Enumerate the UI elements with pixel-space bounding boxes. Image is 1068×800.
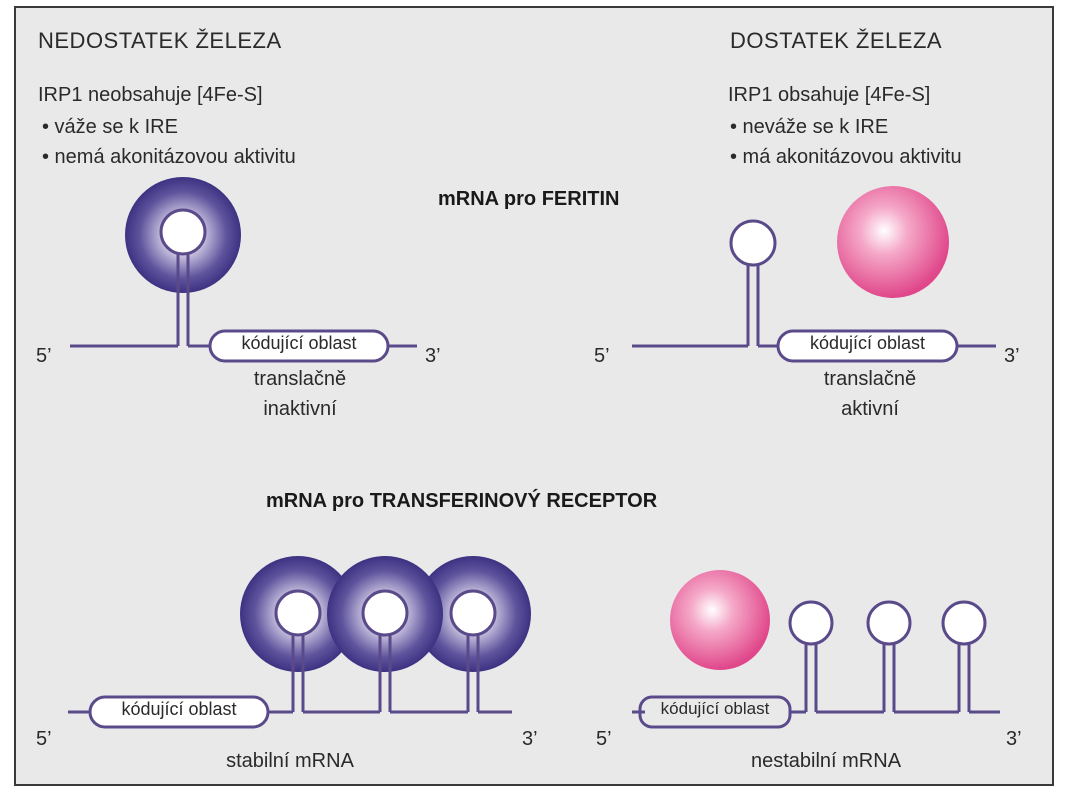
irp1-free-protein: [837, 186, 949, 298]
irp1-state-text: IRP1 obsahuje [4Fe-S]: [728, 84, 931, 106]
coding-region-box: [208, 329, 390, 363]
ire-stem-loop: [449, 589, 497, 712]
translation-status: inaktivní: [263, 398, 337, 420]
three-prime-end: 3’: [1004, 345, 1020, 367]
three-prime-end: 3’: [425, 345, 441, 367]
iron-deficiency-title: NEDOSTATEK ŽELEZA: [38, 28, 282, 53]
three-prime-end: 3’: [1006, 728, 1022, 750]
coding-region-box: [776, 329, 959, 363]
ire-stem-loop: [159, 208, 207, 346]
ferritin-mrna-title: mRNA pro FERITIN: [438, 188, 620, 210]
ire-stem-loop: [274, 589, 322, 712]
five-prime-end: 5’: [36, 345, 52, 367]
translation-status: aktivní: [841, 398, 899, 420]
bullet-item: • nemá akonitázovou aktivitu: [42, 146, 296, 168]
stability-status: nestabilní mRNA: [750, 750, 902, 772]
irp1-free-protein: [670, 570, 770, 670]
figure-panel: [14, 6, 1054, 786]
ire-stem-loop: [729, 219, 777, 346]
translation-status: translačně: [823, 368, 917, 390]
coding-region-label: kódující oblast: [241, 333, 357, 353]
coding-region-label: kódující oblast: [809, 333, 926, 353]
three-prime-end: 3’: [522, 728, 538, 750]
coding-region-box: [88, 695, 270, 729]
ire-stem-loop: [941, 600, 987, 712]
ire-stem-loop: [361, 589, 409, 712]
five-prime-end: 5’: [594, 345, 610, 367]
translation-status: translačně: [253, 368, 347, 390]
coding-region-label: kódující oblast: [121, 699, 237, 719]
five-prime-end: 5’: [596, 728, 612, 750]
ire-stem-loop: [788, 600, 834, 712]
bullet-item: • neváže se k IRE: [730, 116, 889, 138]
transferrin-receptor-mrna-title: mRNA pro TRANSFERINOVÝ RECEPTOR: [266, 490, 658, 512]
coding-region-box: [638, 695, 792, 729]
bullet-item: • má akonitázovou aktivitu: [730, 146, 962, 168]
stability-status: stabilní mRNA: [226, 750, 354, 772]
five-prime-end: 5’: [36, 728, 52, 750]
iron-sufficiency-title: DOSTATEK ŽELEZA: [730, 28, 943, 53]
ire-stem-loop: [866, 600, 912, 712]
bullet-item: • váže se k IRE: [42, 116, 178, 138]
coding-region-label: kódující oblast: [660, 699, 770, 718]
irp1-state-text: IRP1 neobsahuje [4Fe-S]: [38, 84, 263, 106]
